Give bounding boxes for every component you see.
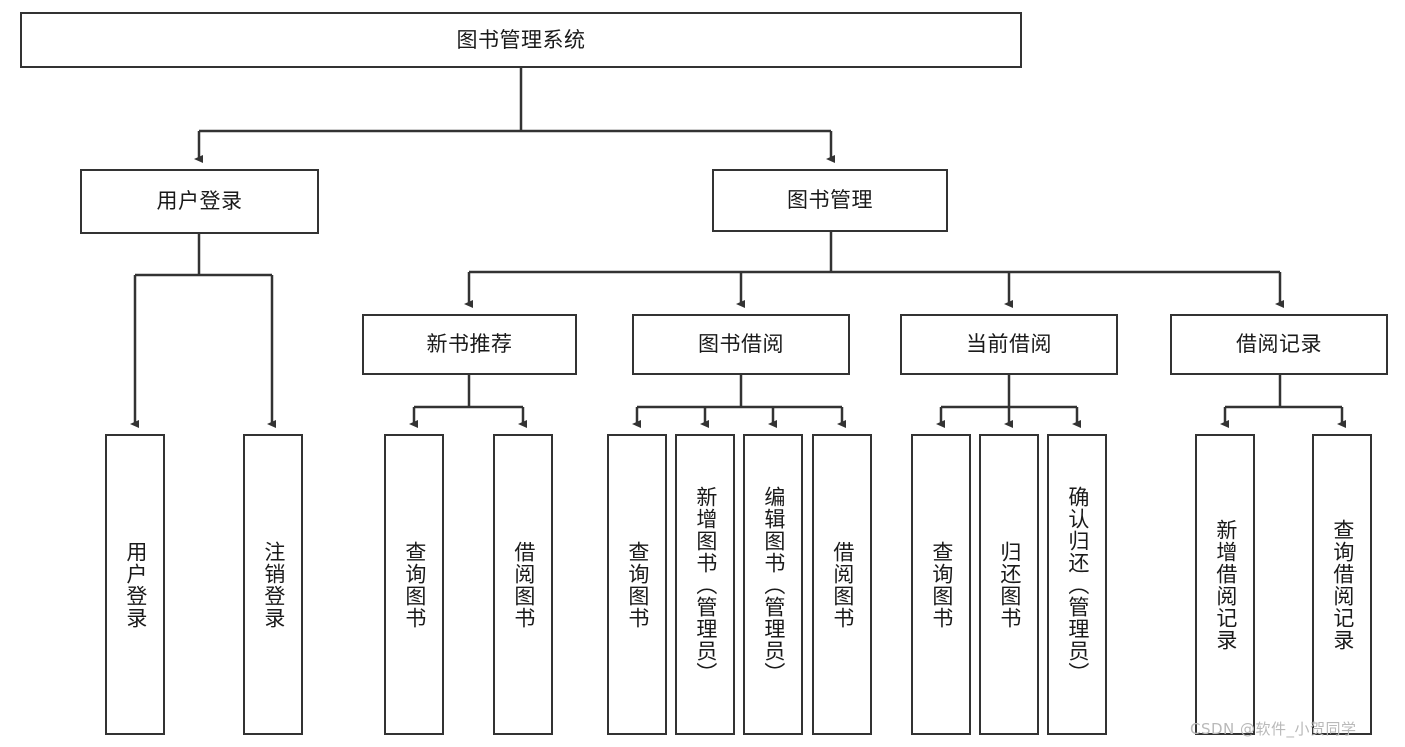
- node-leaf-logout-login-label: 注销登录: [261, 540, 286, 629]
- node-leaf-borrow-book-2[interactable]: 借阅图书: [812, 434, 872, 735]
- node-leaf-borrow-book-2-label: 借阅图书: [830, 540, 855, 629]
- node-root-system[interactable]: 图书管理系统: [20, 12, 1022, 68]
- node-current-borrow-label: 当前借阅: [966, 332, 1052, 357]
- node-leaf-query-book-2[interactable]: 查询图书: [607, 434, 667, 735]
- node-borrow-record[interactable]: 借阅记录: [1170, 314, 1388, 375]
- node-leaf-query-book-1-label: 查询图书: [402, 540, 427, 629]
- node-leaf-return-book-label: 归还图书: [997, 540, 1022, 629]
- node-root-label: 图书管理系统: [456, 27, 586, 52]
- node-leaf-add-record[interactable]: 新增借阅记录: [1195, 434, 1255, 735]
- node-book-borrow[interactable]: 图书借阅: [632, 314, 850, 375]
- node-user-login[interactable]: 用户登录: [80, 169, 319, 234]
- node-leaf-query-record-label: 查询借阅记录: [1330, 518, 1355, 651]
- node-leaf-add-book[interactable]: 新增图书（管理员）: [675, 434, 735, 735]
- node-borrow-record-label: 借阅记录: [1236, 332, 1322, 357]
- node-leaf-borrow-book-1-label: 借阅图书: [511, 540, 536, 629]
- node-new-book-recommend[interactable]: 新书推荐: [362, 314, 577, 375]
- node-leaf-query-book-2-label: 查询图书: [625, 540, 650, 629]
- node-leaf-query-book-3[interactable]: 查询图书: [911, 434, 971, 735]
- node-leaf-confirm-return-label: 确认归还（管理员）: [1065, 485, 1090, 684]
- csdn-watermark: CSDN @软件_小贺同学: [1190, 718, 1357, 739]
- node-leaf-confirm-return[interactable]: 确认归还（管理员）: [1047, 434, 1107, 735]
- node-leaf-add-record-label: 新增借阅记录: [1213, 518, 1238, 651]
- node-leaf-user-login[interactable]: 用户登录: [105, 434, 165, 735]
- node-leaf-logout-login[interactable]: 注销登录: [243, 434, 303, 735]
- node-new-book-recommend-label: 新书推荐: [426, 332, 513, 357]
- node-current-borrow[interactable]: 当前借阅: [900, 314, 1118, 375]
- csdn-watermark-text: CSDN @软件_小贺同学: [1190, 720, 1357, 738]
- node-leaf-query-book-3-label: 查询图书: [929, 540, 954, 629]
- node-leaf-borrow-book-1[interactable]: 借阅图书: [493, 434, 553, 735]
- node-book-borrow-label: 图书借阅: [698, 332, 784, 357]
- node-leaf-edit-book-label: 编辑图书（管理员）: [761, 485, 786, 684]
- node-leaf-query-book-1[interactable]: 查询图书: [384, 434, 444, 735]
- node-user-login-label: 用户登录: [156, 189, 243, 214]
- node-leaf-edit-book[interactable]: 编辑图书（管理员）: [743, 434, 803, 735]
- node-leaf-return-book[interactable]: 归还图书: [979, 434, 1039, 735]
- node-book-manage[interactable]: 图书管理: [712, 169, 948, 232]
- node-leaf-add-book-label: 新增图书（管理员）: [693, 485, 718, 684]
- node-leaf-query-record[interactable]: 查询借阅记录: [1312, 434, 1372, 735]
- node-book-manage-label: 图书管理: [787, 188, 873, 213]
- node-leaf-user-login-label: 用户登录: [123, 540, 148, 629]
